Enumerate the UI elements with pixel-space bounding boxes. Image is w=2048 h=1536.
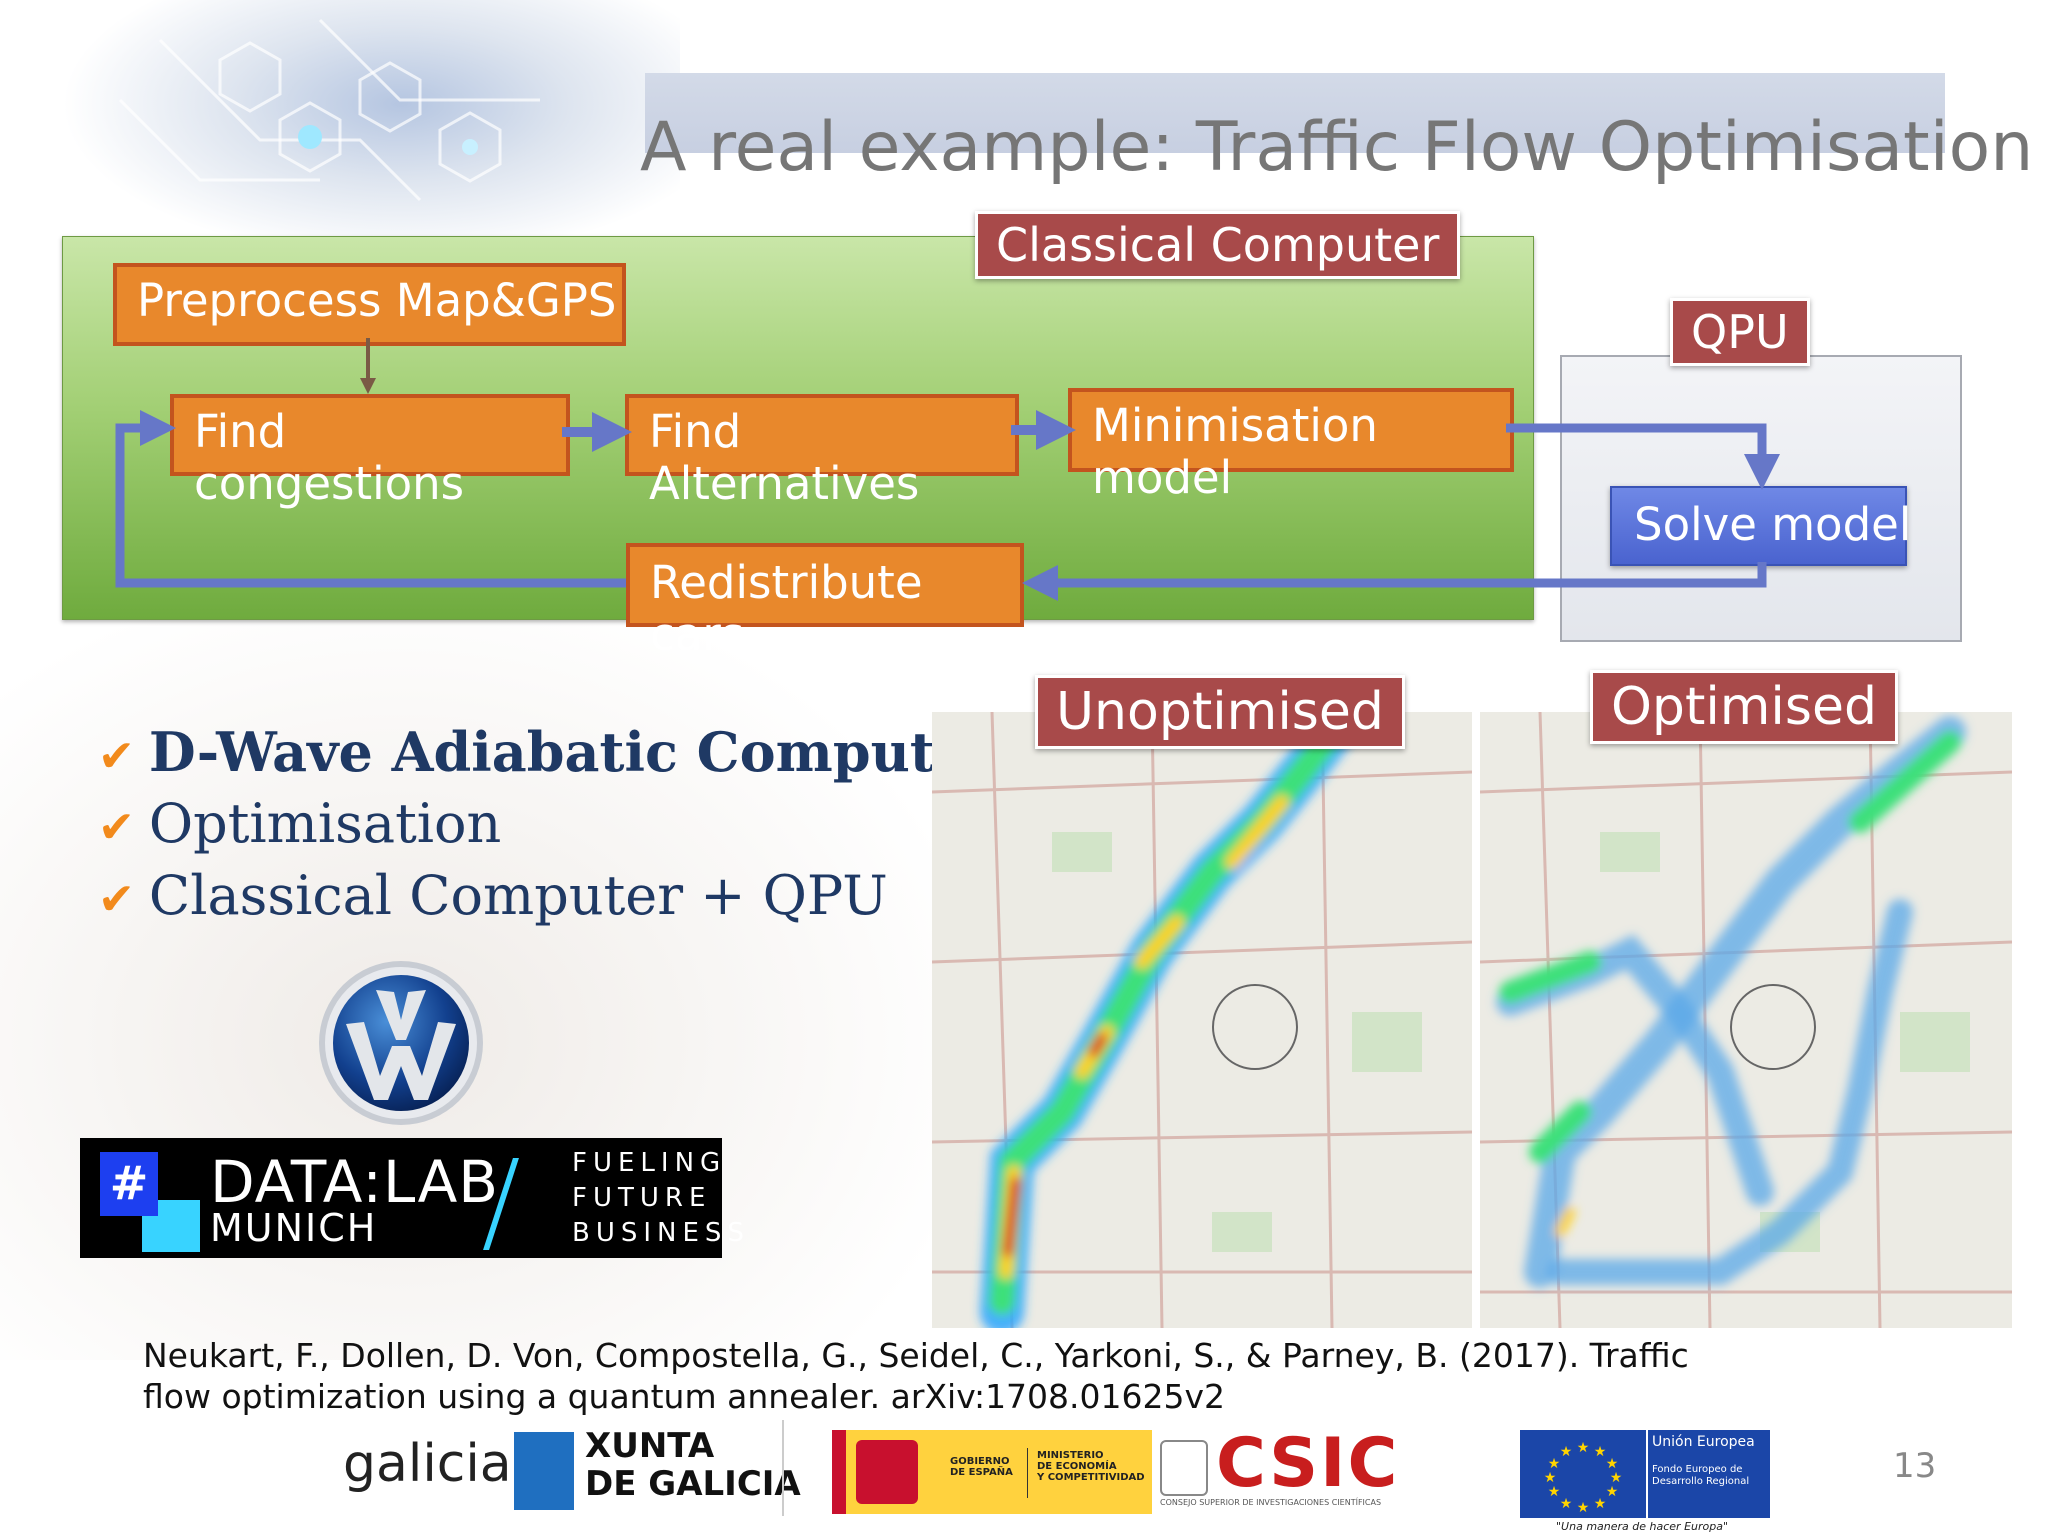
csic-wordmark: CSIC [1216, 1424, 1400, 1503]
bullet-item: ✔ Classical Computer + QPU [98, 864, 888, 927]
optimised-map-graphic [1480, 712, 2012, 1328]
svg-text:★: ★ [1606, 1456, 1619, 1472]
eu-flag-icon: ★★★★ ★★★★ ★★★★ [1520, 1430, 1646, 1518]
datalab-munich-logo: # DATA:LAB MUNICH FUELING FUTURE BUSINES… [80, 1138, 744, 1258]
bullet-text: Classical Computer + QPU [148, 864, 888, 927]
circuit-background-graphic [60, 0, 680, 260]
classical-computer-label: Classical Computer [975, 211, 1461, 279]
solve-model-box: Solve model [1610, 486, 1911, 566]
eu-title: Unión Europea [1652, 1434, 1755, 1450]
redistribute-label: Redistribute cars [650, 556, 923, 661]
optimised-label: Optimised [1590, 670, 1898, 744]
svg-text:★: ★ [1544, 1470, 1557, 1486]
checkmark-icon: ✔ [98, 874, 135, 925]
eu-text-box [1648, 1430, 1770, 1518]
minimisation-model-box: Minimisation model [1068, 388, 1514, 504]
svg-text:★: ★ [1577, 1500, 1590, 1516]
svg-text:★: ★ [1594, 1444, 1607, 1460]
galicia-wordmark: galicia [343, 1434, 512, 1494]
unoptimised-map-graphic [932, 712, 1472, 1328]
checkmark-icon: ✔ [98, 731, 135, 782]
svg-text:★: ★ [1548, 1456, 1561, 1472]
svg-text:★: ★ [1606, 1484, 1619, 1500]
page-title: A real example: Traffic Flow Optimisatio… [640, 108, 2034, 187]
title-bar-background [645, 73, 1945, 153]
bullet-text: Optimisation [148, 792, 502, 855]
find-congestions-box: Find congestions [170, 394, 570, 510]
gobierno-espana-logo: GOBIERNO DE ESPAÑA MINISTERIO DE ECONOMÍ… [832, 1430, 1152, 1514]
svg-text:★: ★ [1610, 1470, 1623, 1486]
galicia-logo: galicia [305, 1432, 512, 1512]
gobierno-text: GOBIERNO DE ESPAÑA [950, 1456, 1013, 1478]
unoptimised-heatmap [932, 712, 1472, 1328]
bullet-item: ✔ Optimisation [98, 792, 501, 855]
spain-shield-icon [856, 1440, 918, 1504]
svg-text:★: ★ [1594, 1496, 1607, 1512]
find-alternatives-box: Find Alternatives [625, 394, 1019, 510]
vw-logo [319, 961, 483, 1125]
eu-subtitle: Fondo Europeo de Desarrollo Regional [1652, 1464, 1750, 1487]
svg-text:★: ★ [1560, 1496, 1573, 1512]
datalab-tagline: FUELING FUTURE BUSINESS [572, 1148, 750, 1248]
csic-logo: CSIC CONSEJO SUPERIOR DE INVESTIGACIONES… [1160, 1424, 1425, 1514]
xunta-shield-icon [514, 1432, 574, 1510]
spain-flag-stripe [832, 1430, 846, 1514]
redistribute-cars-box: Redistribute cars [626, 543, 1024, 661]
eu-feder-logo: ★★★★ ★★★★ ★★★★ Unión Europea Fondo Europ… [1520, 1430, 1770, 1518]
preprocess-label: Preprocess Map&GPS [137, 274, 617, 327]
svg-text:★: ★ [1577, 1440, 1590, 1456]
slide-number: 13 [1893, 1446, 1937, 1486]
minimisation-label: Minimisation model [1092, 399, 1378, 504]
circuit-pattern [118, 18, 540, 202]
find-congestions-label: Find congestions [194, 405, 465, 510]
datalab-subtitle: MUNICH [210, 1206, 378, 1250]
gobierno-divider [1027, 1448, 1028, 1498]
logo-divider [782, 1420, 784, 1516]
csic-subtitle: CONSEJO SUPERIOR DE INVESTIGACIONES CIEN… [1160, 1498, 1382, 1507]
optimised-heatmap [1480, 712, 2012, 1328]
unoptimised-label: Unoptimised [1035, 675, 1405, 749]
ministerio-text: MINISTERIO DE ECONOMÍA Y COMPETITIVIDAD [1037, 1450, 1145, 1483]
solve-model-label: Solve model [1634, 498, 1912, 551]
svg-text:★: ★ [1560, 1444, 1573, 1460]
checkmark-icon: ✔ [98, 802, 135, 853]
svg-text:★: ★ [1548, 1484, 1561, 1500]
csic-emblem-icon [1160, 1440, 1208, 1496]
datalab-hash: # [100, 1152, 158, 1216]
bullet-item: ✔ D-Wave Adiabatic Computer [98, 720, 998, 784]
qpu-label: QPU [1670, 298, 1810, 366]
datalab-title: DATA:LAB [210, 1148, 500, 1216]
eu-stars-icon: ★★★★ ★★★★ ★★★★ [1544, 1440, 1623, 1516]
preprocess-map-gps-box: Preprocess Map&GPS [113, 263, 626, 346]
find-alternatives-label: Find Alternatives [649, 405, 920, 510]
eu-slogan: "Una manera de hacer Europa" [1556, 1520, 1729, 1533]
citation-text: Neukart, F., Dollen, D. Von, Compostella… [143, 1336, 1689, 1416]
bullet-text: D-Wave Adiabatic Computer [148, 720, 998, 784]
xunta-de-galicia-logo: XUNTA DE GALICIA [585, 1426, 801, 1504]
